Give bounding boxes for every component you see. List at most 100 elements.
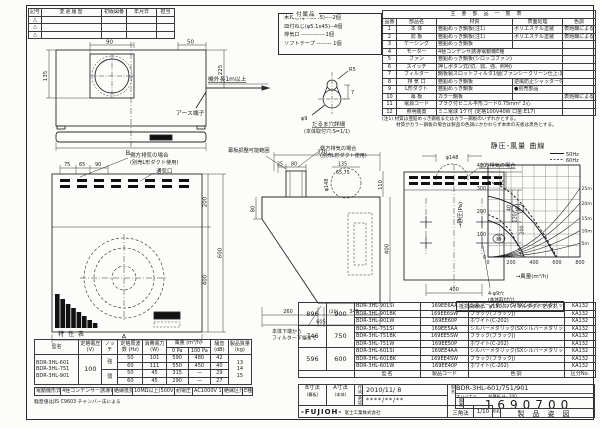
parts-cell: 2 bbox=[382, 32, 397, 41]
subnote-original: オリジナル bbox=[456, 393, 477, 398]
model-cell: 169EE4SW bbox=[420, 354, 469, 363]
daruma-caption: だるま穴詳細 bbox=[312, 120, 346, 128]
parts-cell: スイッチ bbox=[396, 62, 437, 71]
parts-header: 表面処理 bbox=[512, 17, 563, 26]
company-name: 富士工業株式会社 bbox=[344, 411, 381, 416]
duct-resistance-line bbox=[487, 217, 581, 258]
model-cell: BDR-3HL-901SI bbox=[354, 302, 421, 311]
a-dim-sub: (本体) bbox=[334, 392, 347, 397]
parts-cell: 亜鉛めっき鋼板 bbox=[436, 85, 513, 94]
model-cell: 169EE60P bbox=[420, 317, 469, 326]
duct-resistance-line bbox=[487, 242, 581, 258]
spec-h-freq: 定格周波数 (Hz) bbox=[117, 339, 144, 355]
accessory-item: ソフトテープ -------- 1個 bbox=[284, 40, 342, 47]
model-cell: ブラック(ブラックJ) bbox=[468, 332, 565, 341]
model-cell: シルバーメタリック(SXシルバーメタリックJ) bbox=[468, 302, 565, 311]
parts-cell: 5 bbox=[382, 55, 397, 64]
parts-cell: 12 bbox=[382, 107, 397, 116]
series-line bbox=[487, 180, 558, 258]
parts-cell bbox=[561, 62, 597, 71]
dim-120: 120 bbox=[513, 213, 519, 222]
model-cell: BDR-3HL-751SI bbox=[354, 324, 421, 333]
parts-cell: 10 bbox=[382, 92, 397, 101]
legend-50hz: 50Hz bbox=[566, 152, 579, 158]
parts-cell bbox=[512, 40, 563, 49]
parts-cell: ファン bbox=[396, 55, 437, 64]
parts-cell: 排 気 口 bbox=[396, 77, 437, 86]
spec-model: BDR-3HL-751 bbox=[36, 366, 70, 373]
mount-holes-label-2: (本体取付穴) bbox=[488, 296, 515, 303]
duct-line-label: 25m bbox=[582, 186, 593, 192]
filter-note-1: 本体下端から bbox=[272, 328, 302, 335]
dim-50: 50 bbox=[187, 40, 194, 46]
daruma-hole-detail: R5 φ9 7 だるま穴詳細 (本体取付穴:S=1/1) bbox=[301, 67, 356, 134]
parts-cell: 9 bbox=[382, 85, 397, 94]
model-cell: ホワイト(C-202) bbox=[468, 362, 565, 371]
cord-length-label: 機外長1m以上 bbox=[208, 75, 247, 83]
spec-h-noise: 騒音 (dB) bbox=[209, 339, 229, 355]
model-cell: 746 bbox=[298, 324, 327, 348]
model-cell: ホワイト(C-202) bbox=[468, 339, 565, 348]
chart-xlabel: →風量(m³/h) bbox=[516, 273, 549, 280]
dim-b: B bbox=[126, 149, 130, 156]
parts-cell: フィルター bbox=[396, 70, 437, 79]
side-exhaust-label-2: (別売L形ダクト使用) bbox=[320, 152, 367, 159]
model-cell: BDR-3HL-601SI bbox=[354, 347, 421, 356]
duct-line-label: 20m bbox=[582, 201, 593, 207]
spec-footer-value: AC1000V 1分間 bbox=[192, 387, 223, 396]
parts-cell: 亜鉛めっき鋼板(注1) bbox=[436, 25, 513, 34]
parts-cell: 亜鉛めっき鋼板(注1) bbox=[436, 32, 513, 41]
spec-h-power: 消費電力 (W) bbox=[142, 339, 167, 355]
series-line bbox=[487, 219, 525, 258]
spec-cell: 60 bbox=[117, 361, 144, 370]
dim-a: A bbox=[122, 333, 127, 341]
model-cell: BDR-3HL-901BK bbox=[354, 309, 421, 318]
model-cell: 169EE5AA bbox=[420, 324, 469, 333]
rev-mark: △ bbox=[28, 15, 42, 24]
spec-mass: 13 bbox=[236, 359, 244, 366]
vent-slots bbox=[60, 179, 189, 188]
vent-label: 通気口 bbox=[156, 167, 173, 175]
daruma-dim-hole: φ9 bbox=[301, 116, 307, 122]
model-cell: ブラック(ブラックJ) bbox=[468, 309, 565, 318]
spec-cell: 480 bbox=[187, 354, 211, 363]
spec-h-voltage: 定格電圧 (V) bbox=[78, 339, 103, 355]
spec-cell: 50 bbox=[117, 369, 144, 378]
annotation-text: 弱 bbox=[496, 236, 502, 243]
model-table-footer: 型名 製品コード 色調 区分No. bbox=[298, 369, 596, 378]
parts-cell: 1 bbox=[382, 25, 397, 34]
parts-cell: ケーシング bbox=[396, 40, 437, 49]
parts-cell: 逆風防止シャッター付 bbox=[512, 77, 563, 86]
spec-footer-value: E種 bbox=[242, 387, 253, 396]
model-footer-label: 型名 bbox=[354, 369, 421, 378]
spec-cell: 111 bbox=[142, 361, 167, 370]
spec-cell: 45 bbox=[142, 376, 167, 385]
parts-header-row: 品番部品名材質表面処理色調 bbox=[382, 17, 597, 26]
model-cell: シルバーメタリック(SXシルバーメタリックJ) bbox=[468, 347, 565, 356]
duct-line-label: 10m bbox=[582, 229, 593, 235]
chart-ylabel: →静圧(Pa) bbox=[456, 202, 464, 228]
model-cell: BDR-3HL-601W bbox=[354, 362, 421, 371]
dim-phi148: φ148 bbox=[324, 179, 330, 192]
chart-title: 静圧-風量 曲線 bbox=[491, 141, 546, 150]
accessories-title: 付属品 bbox=[293, 10, 319, 18]
spec-cell: 45 bbox=[142, 369, 167, 378]
model-cell: ホワイト(C-202) bbox=[468, 317, 565, 326]
spec-cell: — bbox=[187, 369, 211, 378]
accessory-item: 排気口 -------------1個 bbox=[284, 32, 335, 39]
dim-370: 370 bbox=[317, 150, 327, 156]
spec-h-notch: ノッチ bbox=[101, 339, 119, 355]
parts-cell: ミニ電球 1ケ付 (定格100V40W 口金:E17) bbox=[436, 107, 563, 116]
parts-cell: ●別売部品 bbox=[512, 85, 563, 94]
